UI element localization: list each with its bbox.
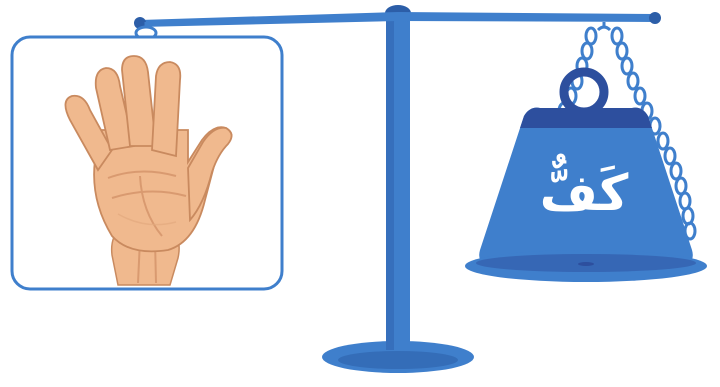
- scale-base-shadow: [338, 351, 458, 369]
- hand-image-frame: [12, 37, 282, 289]
- weight-label: كَفٌّ: [540, 153, 630, 222]
- scale-pillar-shade: [386, 14, 394, 350]
- weight-icon: كَفٌّ: [465, 72, 707, 282]
- weight-handle: [564, 72, 604, 112]
- beam-right-end: [649, 12, 661, 24]
